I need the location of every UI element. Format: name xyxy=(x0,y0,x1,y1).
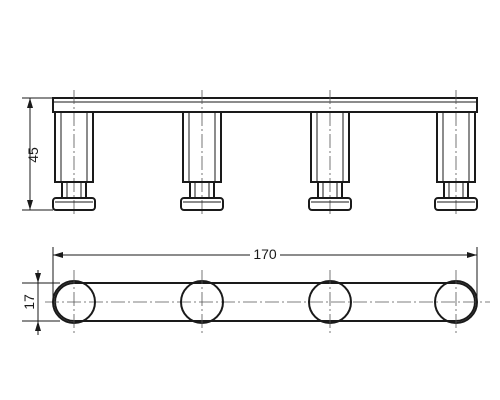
height-label: 45 xyxy=(25,147,41,163)
length-label: 170 xyxy=(253,246,277,262)
hook-top-1 xyxy=(52,270,96,334)
hook-front-3 xyxy=(308,90,352,216)
length-label-bg xyxy=(250,244,280,262)
rail-front xyxy=(52,97,478,113)
arrow-depth-up xyxy=(35,321,41,331)
hook-top-4 xyxy=(434,270,478,334)
hook-front-4 xyxy=(434,90,478,216)
arrow-up xyxy=(27,98,33,108)
arrow-right xyxy=(467,252,477,258)
arrow-left xyxy=(53,252,63,258)
depth-label: 17 xyxy=(21,294,37,310)
hooks-front xyxy=(52,90,478,216)
hook-cap xyxy=(308,197,352,211)
hook-front-1 xyxy=(52,90,96,216)
arrow-depth-down xyxy=(35,273,41,283)
hook-cap xyxy=(434,197,478,211)
hook-top-2 xyxy=(180,270,224,334)
hook-top-3 xyxy=(308,270,352,334)
hook-cap xyxy=(180,197,224,211)
dimension-height: 45 xyxy=(22,97,53,211)
hook-front-2 xyxy=(180,90,224,216)
top-view xyxy=(45,270,490,334)
dimension-length: 170 xyxy=(52,244,478,300)
dimension-depth: 17 xyxy=(21,270,60,335)
arrow-down xyxy=(27,200,33,210)
front-view xyxy=(52,90,478,216)
hook-cap xyxy=(52,197,96,211)
hooks-top xyxy=(52,270,478,334)
